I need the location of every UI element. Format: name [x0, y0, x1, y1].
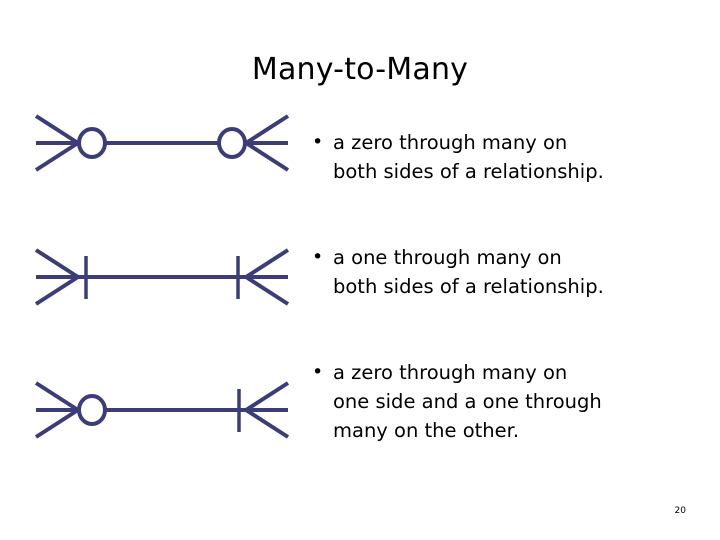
page-number: 20 — [674, 506, 686, 516]
bullet-line: • a one through many on — [306, 243, 698, 272]
bullet-marker-icon: • — [312, 361, 324, 383]
bullet-item-zero-both-sides: • a zero through many on both sides of a… — [306, 128, 698, 186]
bullet-text-line: many on the other. — [333, 419, 520, 442]
bullet-line: one side and a one through — [306, 387, 698, 416]
bullet-line: both sides of a relationship. — [306, 157, 698, 186]
bullet-marker-icon: • — [312, 246, 324, 268]
bullet-text-line: both sides of a relationship. — [333, 160, 604, 183]
bullet-line: many on the other. — [306, 416, 698, 445]
bullet-text-line: one side and a one through — [333, 390, 602, 413]
bullet-line: • a zero through many on — [306, 358, 698, 387]
right-crowsfoot-icon — [244, 381, 290, 439]
bullet-line: • a zero through many on — [306, 128, 698, 157]
bullet-text-line: both sides of a relationship. — [333, 275, 604, 298]
bullet-item-one-both-sides: • a one through many on both sides of a … — [306, 243, 698, 301]
right-crowsfoot-icon — [244, 114, 290, 172]
bullet-text-line: a zero through many on — [333, 361, 568, 384]
right-crowsfoot-icon — [244, 248, 290, 306]
page-title: Many-to-Many — [251, 52, 469, 87]
bullet-item-zero-one-mixed: • a zero through many on one side and a … — [306, 358, 698, 445]
left-crowsfoot-icon — [34, 114, 80, 172]
relationship-diagram-zero-one-mixed — [28, 375, 296, 445]
left-zero-circle-icon — [77, 394, 107, 426]
bullet-marker-icon: • — [312, 131, 324, 153]
right-zero-circle-icon — [217, 127, 247, 159]
bullet-text-line: a zero through many on — [333, 131, 568, 154]
bullet-text-line: a one through many on — [333, 246, 562, 269]
left-zero-circle-icon — [77, 127, 107, 159]
relationship-diagram-one-both-sides — [28, 242, 296, 312]
bullet-line: both sides of a relationship. — [306, 272, 698, 301]
left-crowsfoot-icon — [34, 381, 80, 439]
relationship-diagram-zero-both-sides — [28, 108, 296, 178]
left-crowsfoot-icon — [34, 248, 80, 306]
